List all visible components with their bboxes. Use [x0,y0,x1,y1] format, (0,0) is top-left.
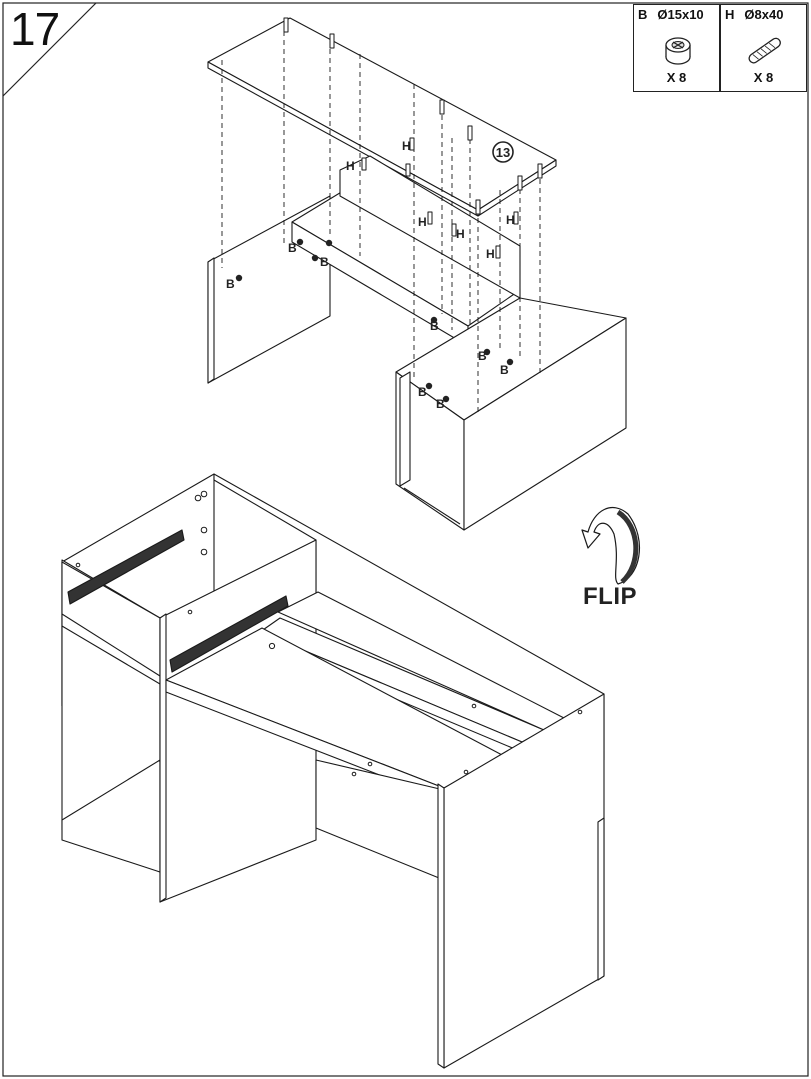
dowel-icon [748,37,781,64]
callout-b-4: B [430,319,439,333]
drawer-runner-center [169,595,289,673]
upper-back-rail [291,155,521,347]
hardware-cam-lock-box: B Ø15x10 X 8 [633,4,720,92]
lower-desk-top [165,627,505,881]
callout-h-4: H [456,227,465,241]
assembly-guide-lines [221,22,541,416]
lower-right-leg [437,693,605,1069]
callout-h-6: H [506,213,515,227]
step-number: 17 [10,3,60,55]
callout-h-2: H [402,139,411,153]
drawer-runner-left [67,529,185,605]
part-13-label: 13 [496,145,510,160]
part-13-badge: 13 [492,141,514,163]
hardware-dowel-heading: H Ø8x40 [725,7,783,22]
callout-b-6: B [500,363,509,377]
callout-b-1: B [288,241,297,255]
cam-lock-markers [235,238,514,403]
hardware-dowel-qty: X 8 [753,70,774,85]
callout-b-2: B [320,255,329,269]
callout-b-8: B [436,397,445,411]
callout-b-3: B [226,277,235,291]
hardware-cam-lock-spec: Ø15x10 [657,7,704,22]
callout-b-5: B [478,349,487,363]
dowel-markers [283,17,543,259]
callout-letters: H H H H H H B B B B B B B B [226,139,515,411]
top-panel [207,17,557,217]
callout-h-1: H [346,159,355,173]
hardware-dowel-code: H [725,7,735,22]
hardware-dowel-spec: Ø8x40 [744,7,784,22]
callout-h-5: H [486,247,495,261]
hardware-cam-lock-code: B [638,7,648,22]
hardware-dowel-box: H Ø8x40 X 8 [720,4,807,92]
lower-holes [75,490,583,777]
flip-label: FLIP [583,583,637,610]
cam-lock-icon [665,37,691,65]
flip-arrow-icon [581,506,641,585]
callout-b-7: B [418,385,427,399]
hardware-cam-lock-heading: B Ø15x10 [638,7,704,22]
hardware-cam-lock-qty: X 8 [666,70,687,85]
callout-h-3: H [418,215,427,229]
